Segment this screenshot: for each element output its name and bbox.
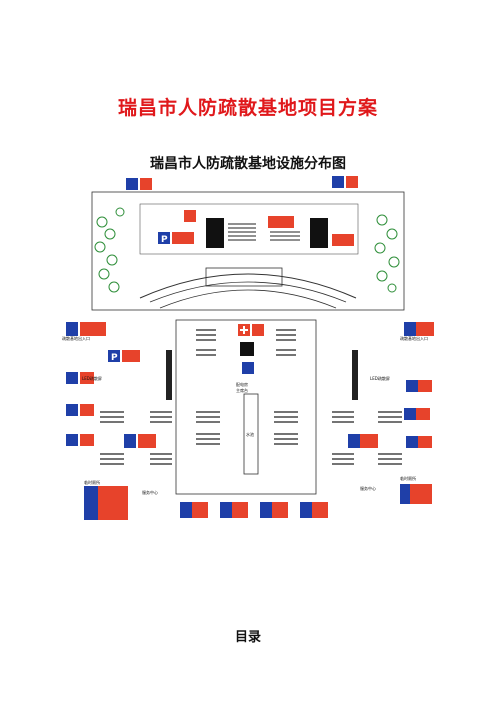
service-label-right: 服务中心	[360, 485, 376, 491]
led-screen-label-left: LED疏散屏	[82, 375, 102, 381]
direction-sign-icon	[66, 434, 78, 446]
sign-board	[332, 234, 354, 246]
side-building-left	[166, 350, 172, 400]
central-field	[175, 319, 317, 495]
black-block	[240, 342, 254, 356]
svg-text:P: P	[161, 235, 168, 245]
entrance-label-right: 疏散基地出入口	[400, 335, 428, 341]
map-title: 瑞昌市人防疏散基地设施分布图	[150, 156, 346, 172]
direction-sign-icon	[406, 380, 418, 392]
exit-sign-icon	[404, 322, 416, 336]
sign-board	[268, 216, 294, 228]
sign-board	[416, 322, 434, 336]
sign-board	[172, 232, 194, 244]
direction-sign-icon	[66, 372, 78, 384]
side-building-right	[352, 350, 358, 400]
sign-board	[80, 404, 94, 416]
black-block	[206, 218, 224, 248]
exit-sign-icon	[66, 322, 78, 336]
stage-arc	[149, 281, 347, 303]
toilet-sign-icon	[348, 434, 360, 448]
black-block	[310, 218, 328, 248]
sign-board	[410, 484, 432, 504]
trees-left	[94, 207, 125, 293]
side-seating	[100, 411, 402, 465]
sign-board	[80, 372, 94, 384]
stage-arc	[159, 289, 337, 309]
seating-grid	[196, 329, 298, 445]
exit-sign-icon	[404, 408, 416, 420]
sign-board	[346, 176, 358, 188]
stage-arc	[139, 273, 357, 299]
water-pool	[243, 393, 259, 475]
sign-board	[140, 178, 152, 190]
direction-sign-icon	[406, 436, 418, 448]
toilet-sign-icon	[84, 486, 98, 520]
trees-right	[374, 214, 400, 293]
toilet-sign-icon	[124, 434, 136, 448]
led-screen-label-right: LED疏散屏	[370, 375, 390, 381]
sign-board	[360, 434, 378, 448]
entrance-label-left: 疏散基地出入口	[62, 335, 90, 341]
sign-board	[252, 324, 264, 336]
document-title: 瑞昌市人防疏散基地项目方案	[117, 97, 378, 119]
parking-sign-icon	[108, 350, 120, 362]
parking-sign-icon	[158, 232, 170, 244]
toilet-label-left: 临时厕所	[84, 479, 100, 485]
sign-board	[138, 434, 156, 448]
exit-sign-icon	[66, 404, 78, 416]
sign-board	[416, 408, 430, 420]
stage-label: 主席台	[236, 387, 248, 393]
sign-board	[242, 362, 254, 374]
toilet-sign-icon	[400, 484, 410, 504]
facility-layout-map: P 水池	[62, 176, 434, 520]
sign-board	[418, 380, 432, 392]
sign-board	[332, 176, 344, 188]
toc-heading: 目录	[234, 630, 261, 645]
top-building-outline	[91, 191, 405, 311]
top-inner-block	[139, 203, 359, 255]
seating-block	[228, 223, 300, 241]
svg-text:P: P	[111, 353, 118, 363]
sign-board	[184, 210, 196, 222]
toilet-label-right: 临时厕所	[400, 475, 416, 481]
sign-board	[98, 486, 128, 520]
sign-board	[80, 322, 106, 336]
sign-board	[122, 350, 140, 362]
stage-block	[205, 267, 283, 287]
bottom-sign-row	[180, 502, 328, 518]
water-label: 水池	[246, 431, 254, 437]
sign-board	[418, 436, 432, 448]
exit-sign-icon	[126, 178, 138, 190]
sign-board	[80, 434, 94, 446]
power-label: 配电房	[236, 381, 248, 387]
service-label-left: 服务中心	[142, 489, 158, 495]
